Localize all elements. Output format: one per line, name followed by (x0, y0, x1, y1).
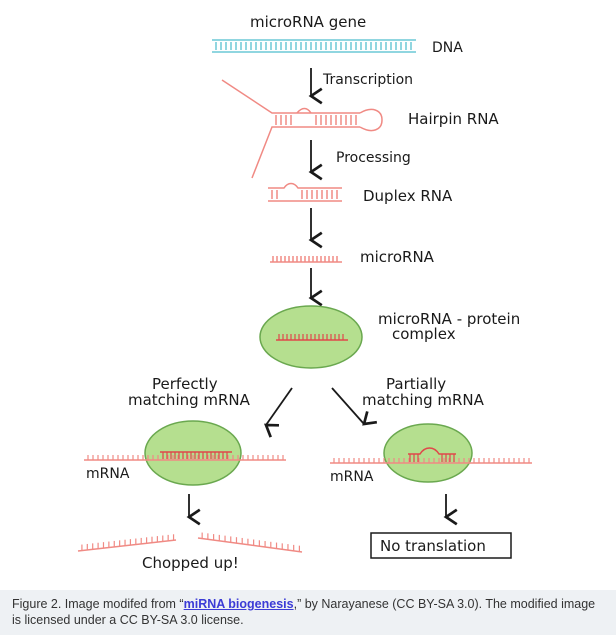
complex-label-line1: microRNA - protein (378, 310, 520, 328)
transcription-label: Transcription (322, 72, 413, 88)
right-branch-line1: Partially (386, 375, 446, 393)
microrna-label: microRNA (360, 248, 435, 266)
dna-strand (212, 39, 416, 53)
right-complex-on-mrna (330, 423, 532, 483)
hairpin-label: Hairpin RNA (408, 110, 499, 128)
gene-label: microRNA gene (250, 13, 366, 31)
left-branch-line2: matching mRNA (128, 391, 251, 409)
figure-caption: Figure 2. Image modifed from “miRNA biog… (0, 590, 616, 635)
microrna-protein-complex (259, 305, 363, 369)
mirna-pathway-diagram: microRNA gene DNA Transcription Hairpin … (77, 13, 532, 572)
mirna-biogenesis-link[interactable]: miRNA biogenesis (183, 597, 294, 611)
left-complex-on-mrna (84, 420, 286, 486)
microrna-strand (270, 256, 342, 263)
hairpin-rna (221, 79, 383, 179)
caption-suffix: ,” by Narayanese (CC BY-SA 3.0). The mod… (12, 597, 596, 627)
complex-label-line2: complex (392, 325, 456, 343)
mrna-right-label: mRNA (330, 469, 374, 485)
left-branch-arrow (264, 387, 293, 438)
right-branch-line2: matching mRNA (362, 391, 485, 409)
caption-prefix: Figure 2. Image modifed from “ (12, 597, 184, 611)
outcome-left-label: Chopped up! (142, 554, 239, 572)
duplex-label: Duplex RNA (363, 187, 453, 205)
duplex-rna (268, 182, 342, 202)
right-branch-arrow (331, 387, 378, 426)
outcome-right-label: No translation (380, 537, 486, 555)
dna-label: DNA (432, 40, 463, 56)
no-translation-box (370, 532, 512, 559)
processing-label: Processing (336, 150, 411, 166)
chopped-mrna-fragments (77, 532, 303, 553)
mrna-left-label: mRNA (86, 466, 130, 482)
left-branch-line1: Perfectly (152, 375, 218, 393)
